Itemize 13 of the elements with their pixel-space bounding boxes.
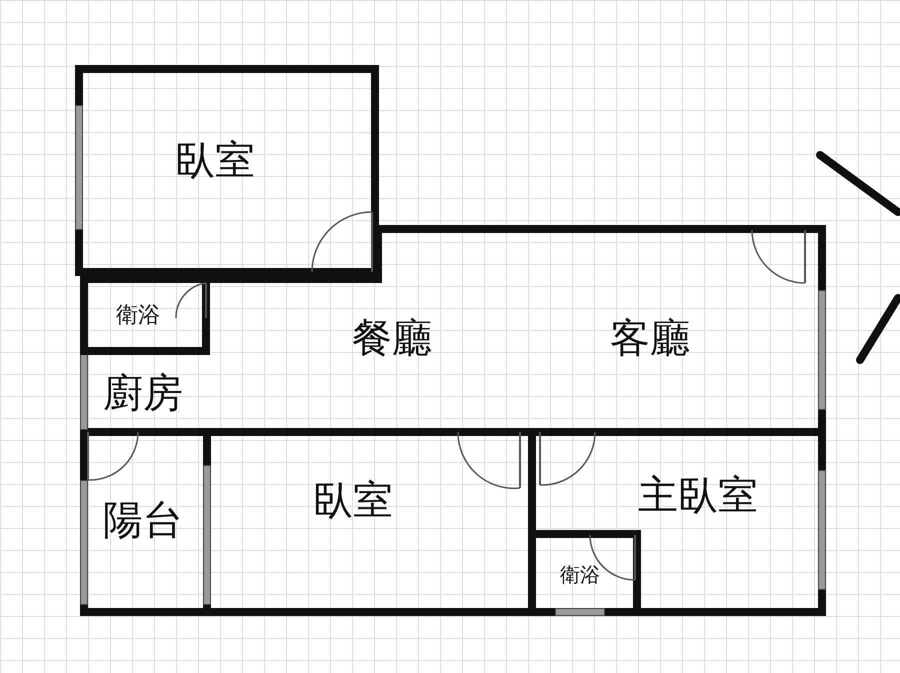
room-label: 陽台 [103,496,183,546]
room-outline [80,436,211,616]
room-label: 衛浴 [560,562,600,588]
room-outline [75,65,379,276]
room-label: 廚房 [103,370,183,418]
room-label: 餐廳 [352,314,432,364]
room-label: 客廳 [610,314,690,364]
room-label: 主臥室 [638,472,758,520]
room-outline [528,436,826,616]
room-label: 臥室 [313,476,393,526]
room-label: 臥室 [175,136,255,186]
room-outline [80,225,826,436]
room-label: 衛浴 [116,302,160,330]
